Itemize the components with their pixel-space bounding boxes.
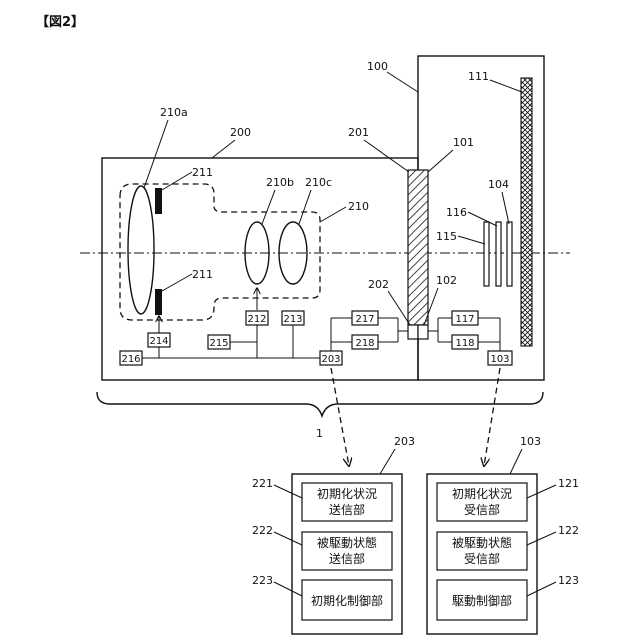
unit-215-box: 215 <box>208 335 230 349</box>
block-221-line2: 送信部 <box>329 502 365 517</box>
lens-controller-panel: 203 初期化状況 送信部 221 被駆動状態 送信部 222 初期化制御部 2… <box>252 435 415 634</box>
filter-104-plate <box>507 222 512 286</box>
part-116-plate <box>496 222 501 286</box>
block-121-line1: 初期化状況 <box>452 486 512 501</box>
block-223-line1: 初期化制御部 <box>311 593 383 608</box>
label-shutter-bottom: 211 <box>192 268 213 281</box>
label-part-116: 116 <box>446 206 467 219</box>
svg-text:218: 218 <box>355 338 374 349</box>
expand-arrow-103 <box>484 368 500 466</box>
shutter-blade-bottom <box>155 289 162 315</box>
svg-text:103: 103 <box>520 435 541 448</box>
label-lens-unit: 200 <box>230 126 251 139</box>
svg-text:117: 117 <box>455 314 474 325</box>
lens-controller-203-box: 203 <box>320 351 342 365</box>
label-optical-system: 210 <box>348 200 369 213</box>
svg-text:216: 216 <box>121 354 140 365</box>
block-221-line1: 初期化状況 <box>317 486 377 501</box>
label-shutter-top: 211 <box>192 166 213 179</box>
label-223: 223 <box>252 574 273 587</box>
monitor-111 <box>521 78 532 346</box>
block-222-line1: 被駆動状態 <box>317 535 377 550</box>
block-122-line1: 被駆動状態 <box>452 535 512 550</box>
body-unit-117-box: 117 <box>452 311 478 325</box>
svg-text:217: 217 <box>355 314 374 325</box>
unit-217-box: 217 <box>352 311 378 325</box>
label-system: 1 <box>316 427 323 440</box>
label-123: 123 <box>558 574 579 587</box>
svg-text:203: 203 <box>394 435 415 448</box>
body-unit-118-box: 118 <box>452 335 478 349</box>
block-222-line2: 送信部 <box>329 551 365 566</box>
unit-213-box: 213 <box>282 311 304 325</box>
expand-arrow-203 <box>331 368 349 466</box>
svg-text:213: 213 <box>283 314 302 325</box>
svg-text:118: 118 <box>455 338 474 349</box>
unit-216-box: 216 <box>120 351 142 365</box>
label-221: 221 <box>252 477 273 490</box>
part-115-plate <box>484 222 489 286</box>
label-image-sensor: 101 <box>453 136 474 149</box>
label-lens-210c: 210c <box>305 176 332 189</box>
label-121: 121 <box>558 477 579 490</box>
body-contact-102 <box>418 325 428 339</box>
label-monitor: 111 <box>468 70 489 83</box>
block-122-line2: 受信部 <box>464 551 500 566</box>
svg-text:212: 212 <box>247 314 266 325</box>
system-brace <box>97 392 543 416</box>
label-lens-210a: 210a <box>160 106 188 119</box>
image-sensor-hatched <box>408 170 428 325</box>
lens-contact-202 <box>408 325 418 339</box>
label-camera-body: 100 <box>367 60 388 73</box>
block-123-line1: 駆動制御部 <box>452 593 512 608</box>
lens-210a <box>128 186 154 314</box>
label-122: 122 <box>558 524 579 537</box>
label-filter-104: 104 <box>488 178 509 191</box>
label-222: 222 <box>252 524 273 537</box>
svg-text:103: 103 <box>490 354 509 365</box>
unit-218-box: 218 <box>352 335 378 349</box>
shutter-blade-top <box>155 188 162 214</box>
unit-214-box: 214 <box>148 333 170 347</box>
svg-text:214: 214 <box>149 336 168 347</box>
label-part-115: 115 <box>436 230 457 243</box>
unit-212-box: 212 <box>246 311 268 325</box>
svg-text:203: 203 <box>321 354 340 365</box>
label-body-contact: 102 <box>436 274 457 287</box>
figure-title: 【図2】 <box>36 14 84 30</box>
label-lens-mount: 201 <box>348 126 369 139</box>
label-lens-210b: 210b <box>266 176 294 189</box>
body-controller-103-box: 103 <box>488 351 512 365</box>
block-121-line2: 受信部 <box>464 502 500 517</box>
body-controller-panel: 103 初期化状況 受信部 121 被駆動状態 受信部 122 駆動制御部 12… <box>427 435 579 634</box>
svg-text:215: 215 <box>209 338 228 349</box>
label-lens-contact: 202 <box>368 278 389 291</box>
